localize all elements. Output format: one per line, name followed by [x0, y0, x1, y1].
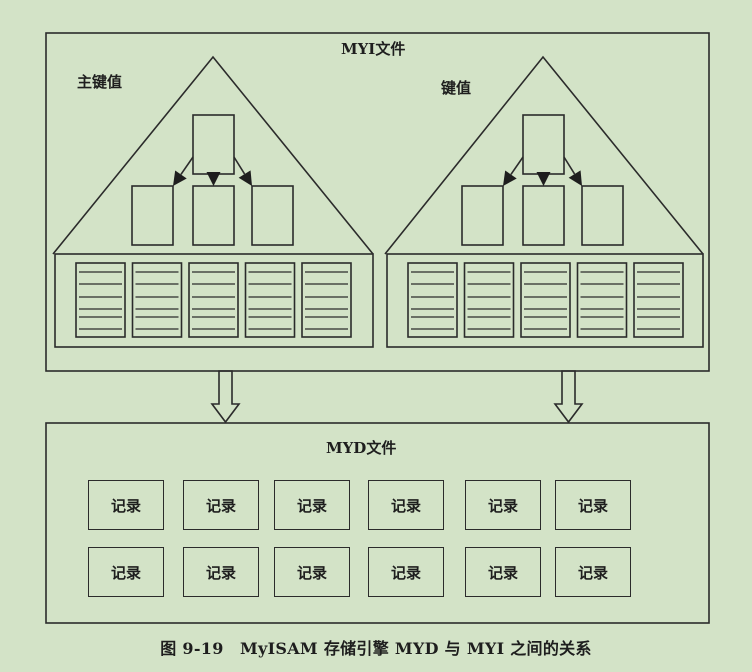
leaf-page — [520, 262, 571, 338]
record-cell: 记录 — [88, 480, 164, 530]
child-node — [461, 185, 504, 246]
primary-key-index-tree — [52, 55, 374, 348]
record-cell: 记录 — [368, 547, 444, 597]
left-child-arrow-head — [173, 170, 187, 186]
leaf-page-border — [633, 262, 684, 338]
root-node — [192, 114, 235, 175]
leaf-level-container — [54, 253, 374, 348]
figure-caption: 图 9-19 MyISAM 存储引擎 MYD 与 MYI 之间的关系 — [160, 639, 592, 658]
record-cell: 记录 — [555, 547, 631, 597]
leaf-page — [75, 262, 126, 338]
child-node — [251, 185, 294, 246]
root-node — [522, 114, 565, 175]
left-child-arrow-shaft — [510, 156, 524, 175]
leaf-page — [188, 262, 239, 338]
record-cell: 记录 — [368, 480, 444, 530]
record-cell: 记录 — [183, 480, 259, 530]
leaf-page-border — [576, 262, 628, 338]
leaf-page — [131, 262, 183, 338]
leaf-page — [633, 262, 684, 338]
leaf-page-border — [131, 262, 183, 338]
left-down-arrow — [210, 370, 241, 424]
record-cell: 记录 — [555, 480, 631, 530]
leaf-page — [407, 262, 458, 338]
leaf-page — [244, 262, 296, 338]
secondary-key-index-tree — [384, 55, 704, 348]
child-node — [192, 185, 235, 246]
right-child-arrow-shaft — [233, 156, 246, 175]
secondary-key-label: 键值 — [441, 79, 472, 97]
leaf-page — [301, 262, 352, 338]
index-triangle — [384, 55, 704, 255]
record-cell: 记录 — [183, 547, 259, 597]
record-cell: 记录 — [465, 480, 541, 530]
right-child-arrow-head — [238, 170, 252, 186]
leaf-page-border — [407, 262, 458, 338]
middle-child-arrow-head — [206, 172, 221, 186]
leaf-page — [463, 262, 515, 338]
myi-file-box — [45, 32, 710, 372]
myd-file-title: MYD文件 — [326, 439, 397, 457]
right-down-arrow — [553, 370, 584, 424]
child-node — [581, 185, 624, 246]
leaf-page-border — [244, 262, 296, 338]
record-cell: 记录 — [274, 547, 350, 597]
leaf-page-border — [188, 262, 239, 338]
leaf-page-border — [75, 262, 126, 338]
myd-file-box — [45, 422, 710, 624]
child-node — [522, 185, 565, 246]
record-cell: 记录 — [88, 547, 164, 597]
leaf-page-border — [463, 262, 515, 338]
leaf-page — [576, 262, 628, 338]
myi-file-title: MYI文件 — [341, 40, 406, 58]
index-triangle — [52, 55, 374, 255]
record-cell: 记录 — [274, 480, 350, 530]
record-cell: 记录 — [465, 547, 541, 597]
primary-key-label: 主键值 — [77, 73, 123, 91]
left-child-arrow-head — [503, 170, 517, 186]
leaf-page-border — [520, 262, 571, 338]
leaf-page-border — [301, 262, 352, 338]
right-child-arrow-head — [568, 170, 582, 186]
right-child-arrow-shaft — [563, 156, 576, 175]
left-child-arrow-shaft — [180, 156, 194, 175]
leaf-level-container — [386, 253, 704, 348]
middle-child-arrow-head — [536, 172, 551, 186]
child-node — [131, 185, 174, 246]
